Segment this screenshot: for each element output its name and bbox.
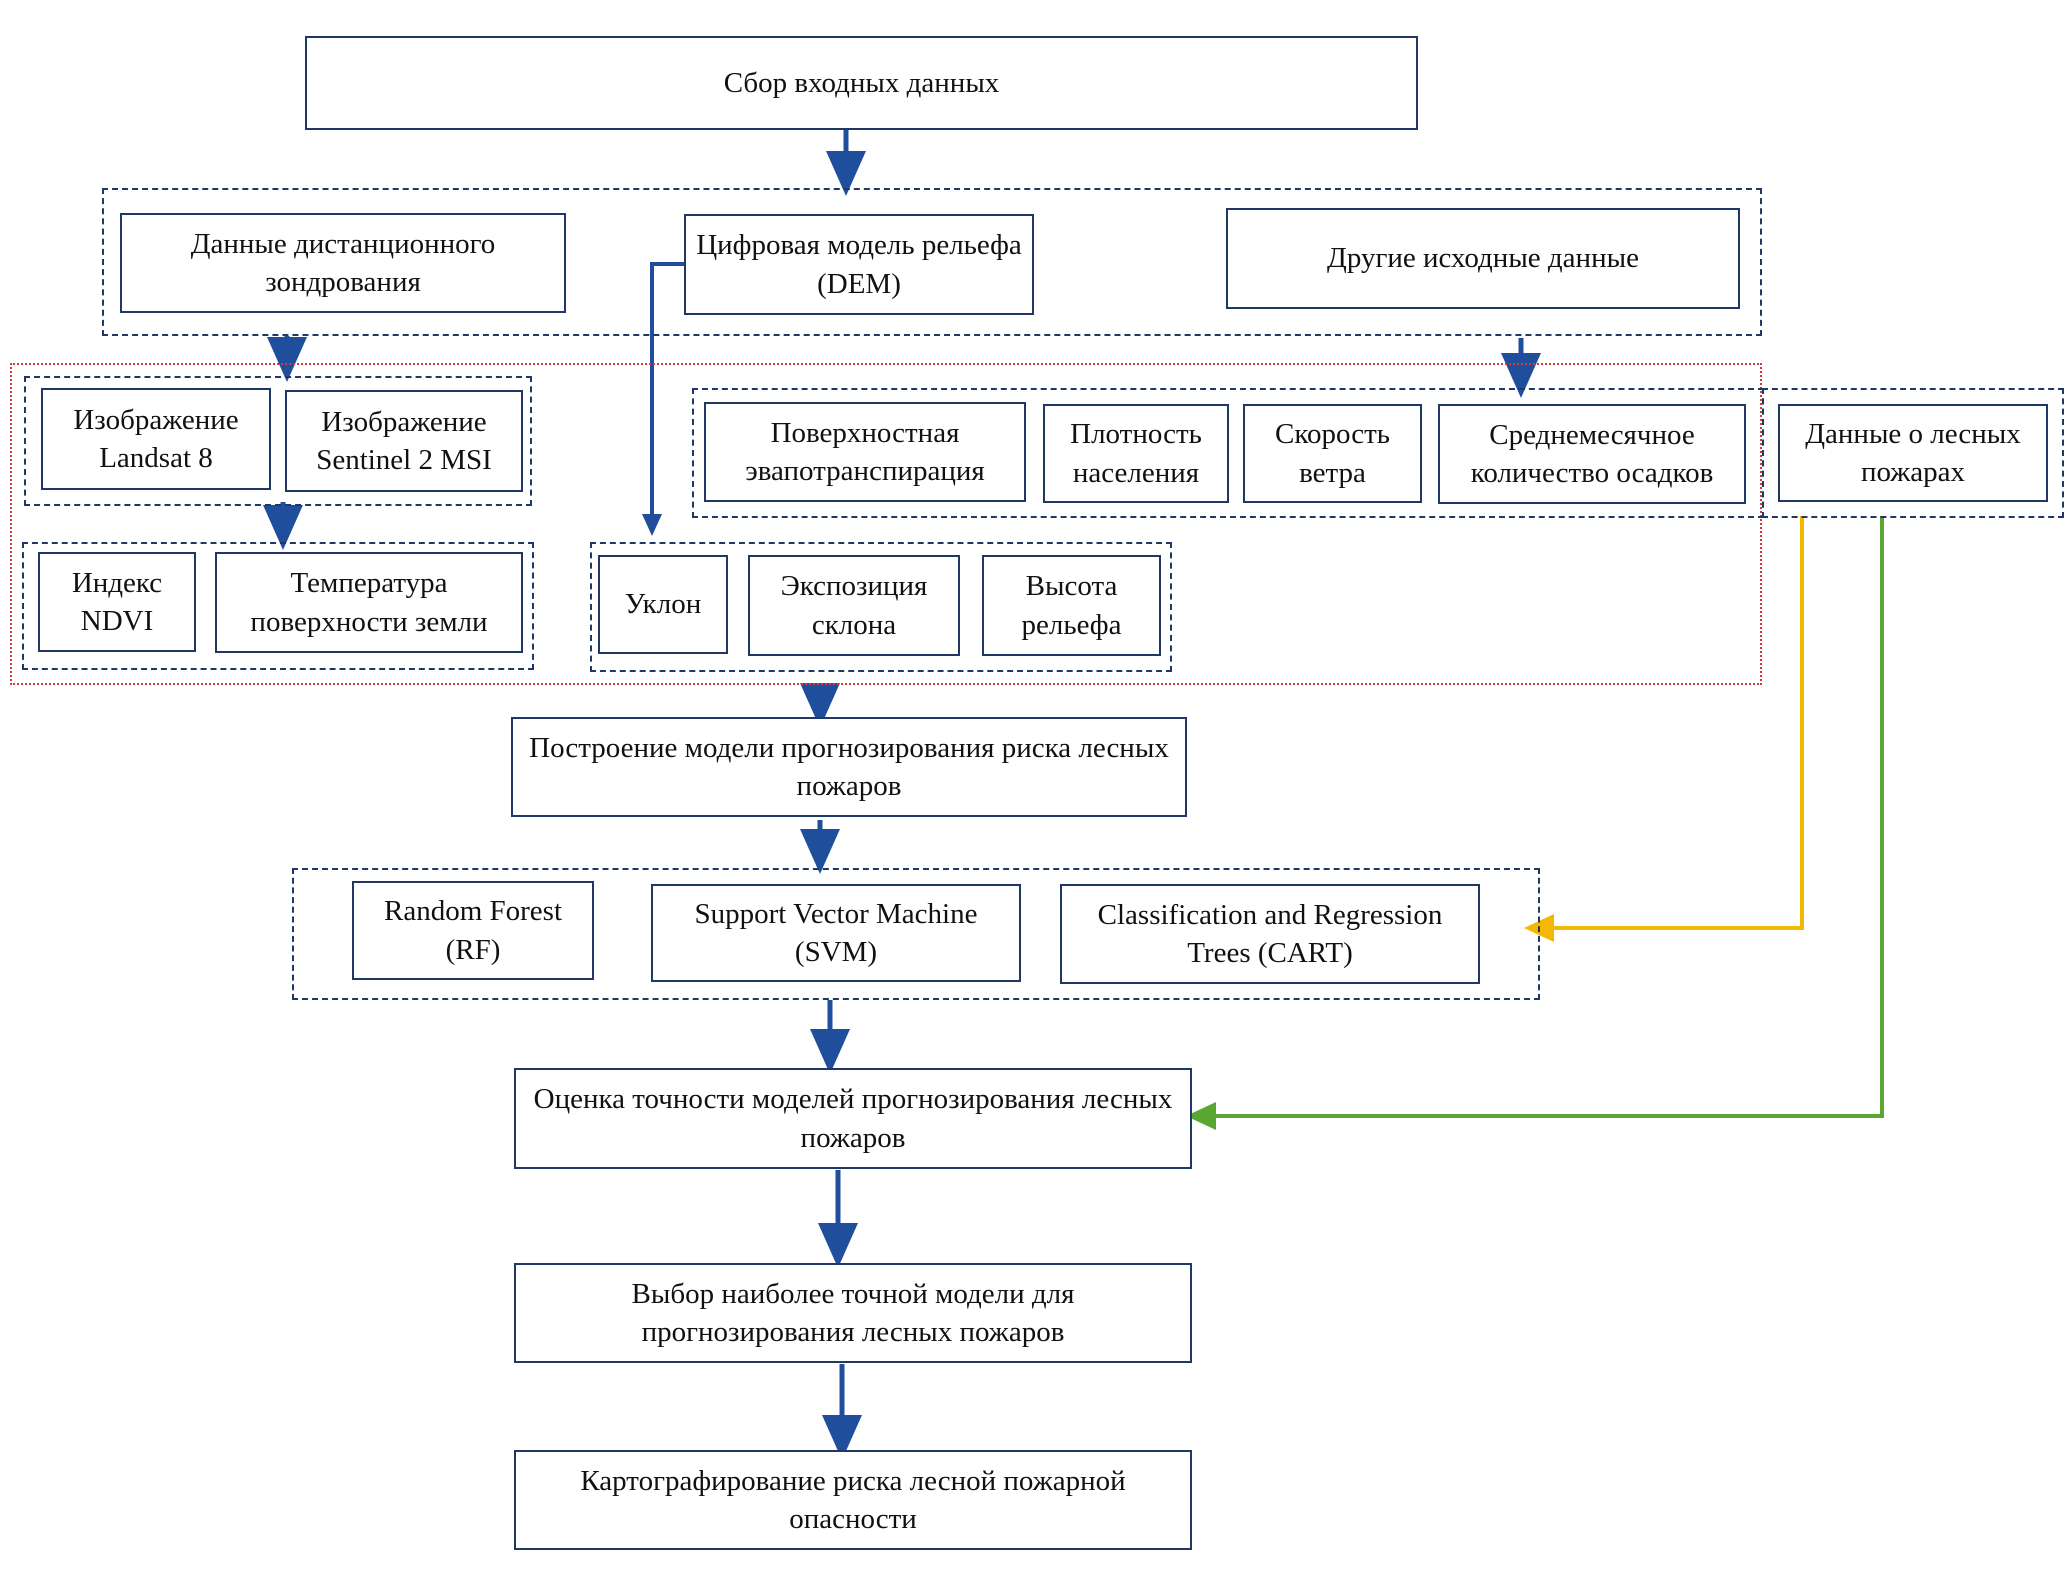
- lst-box: Температура поверхности земли: [215, 552, 523, 653]
- svm-box: Support Vector Machine (SVM): [651, 884, 1021, 982]
- other-data-box: Другие исходные данные: [1226, 208, 1740, 309]
- elevation-box: Высота рельефа: [982, 555, 1161, 656]
- images-group: [24, 376, 532, 506]
- build-model-box: Построение модели прогнозирования риска …: [511, 717, 1187, 817]
- slope-box: Уклон: [598, 555, 728, 654]
- arrow-fire-data-to-accuracy: [1186, 516, 1884, 1130]
- ndvi-box: Индекс NDVI: [38, 552, 196, 652]
- input-data-box: Сбор входных данных: [305, 36, 1418, 130]
- arrow-dem-to-terrain: [642, 262, 684, 536]
- precipitation-box: Среднемесячное количество осадков: [1438, 404, 1746, 504]
- arrow-fire-data-to-models: [1524, 516, 1804, 942]
- rf-box: Random Forest (RF): [352, 881, 594, 980]
- remote-sensing-box: Данные дистанционного зондрования: [120, 213, 566, 313]
- models-group: [292, 868, 1540, 1000]
- sources-group: [102, 188, 1762, 336]
- sentinel-box: Изображение Sentinel 2 MSI: [285, 390, 523, 492]
- select-model-box: Выбор наиболее точной модели для прогноз…: [514, 1263, 1192, 1363]
- evapotranspiration-box: Поверхностная эвапотранспирация: [704, 402, 1026, 502]
- fire-data-box: Данные о лесных пожарах: [1778, 404, 2048, 502]
- mapping-box: Картографирование риска лесной пожарной …: [514, 1450, 1192, 1550]
- wind-box: Скорость ветра: [1243, 404, 1422, 503]
- aspect-box: Экспозиция склона: [748, 555, 960, 656]
- fire-data-group: [1762, 388, 2064, 518]
- terrain-group: [590, 542, 1172, 672]
- landsat-box: Изображение Landsat 8: [41, 388, 271, 490]
- factors-frame: [10, 363, 1762, 685]
- accuracy-box: Оценка точности моделей прогнозирования …: [514, 1068, 1192, 1169]
- population-box: Плотность населения: [1043, 404, 1229, 503]
- dem-box: Цифровая модель рельефа (DEM): [684, 214, 1034, 315]
- cart-box: Classification and Regression Trees (CAR…: [1060, 884, 1480, 984]
- indices-group: [22, 542, 534, 670]
